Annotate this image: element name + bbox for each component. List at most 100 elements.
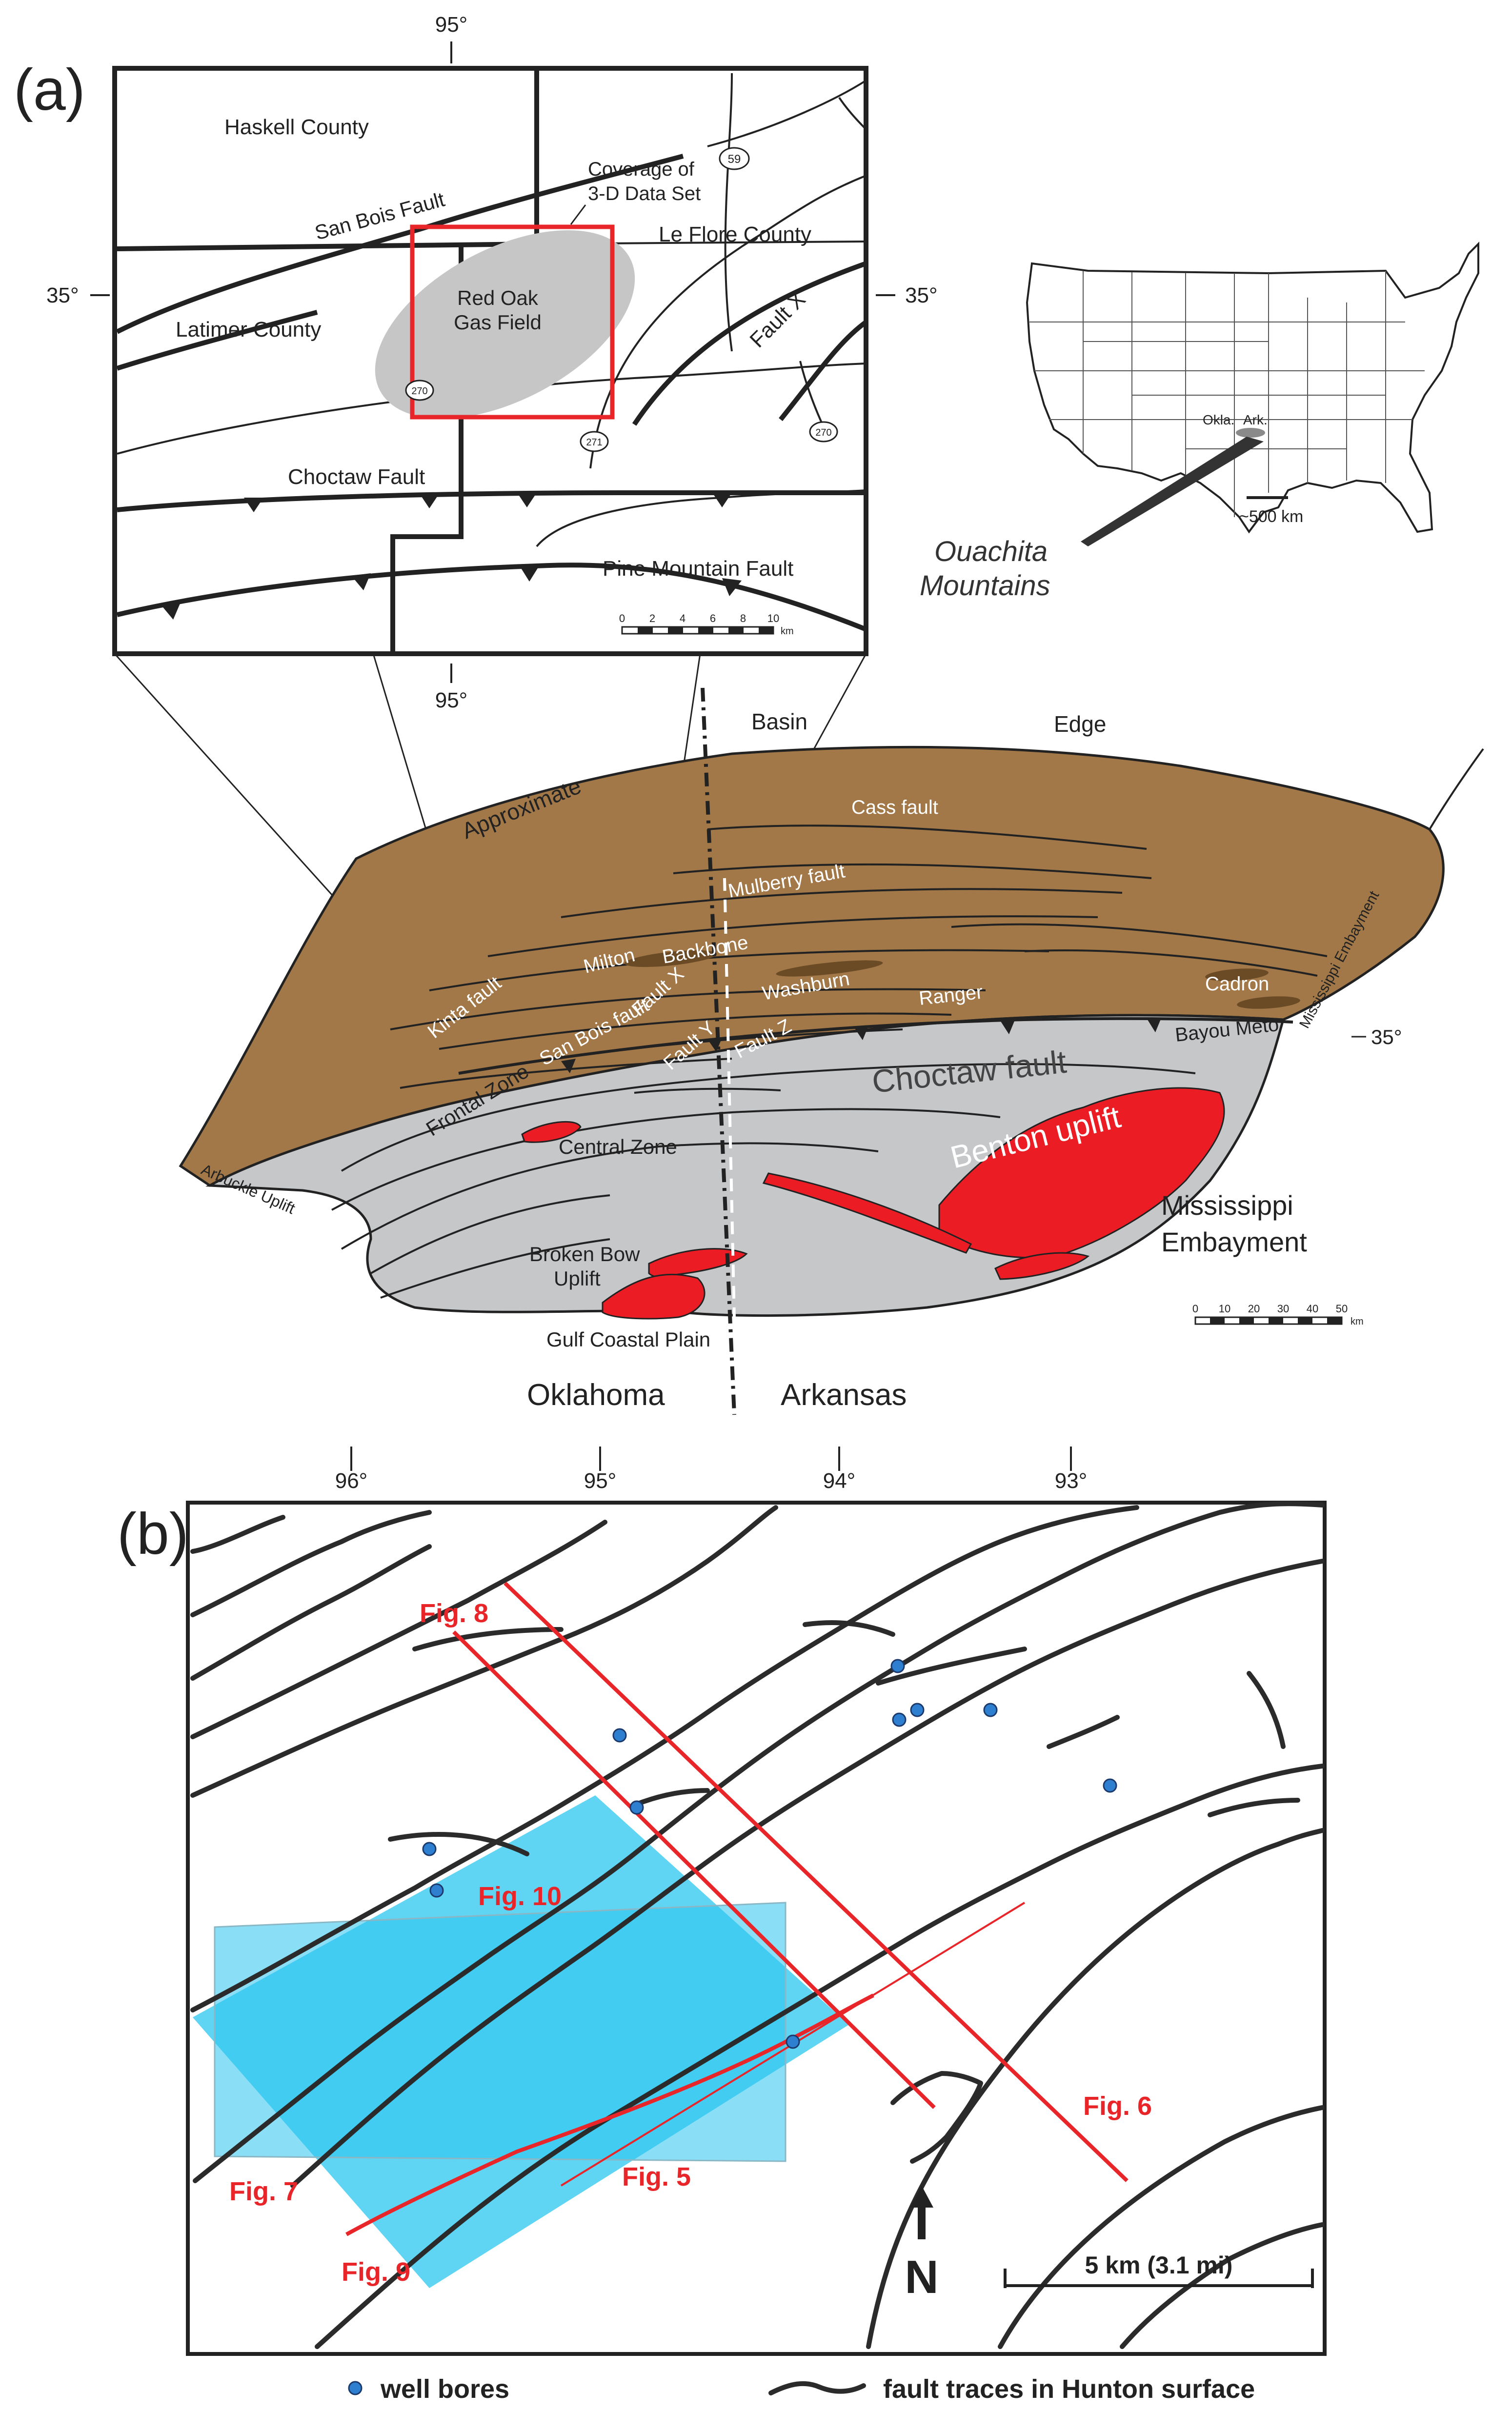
choctaw-regional-thrust-teeth [561, 1018, 1161, 1073]
svg-text:6: 6 [710, 612, 716, 624]
svg-text:30: 30 [1277, 1303, 1289, 1315]
coverage-label-line2: 3-D Data Set [588, 183, 701, 204]
svg-text:0: 0 [1192, 1303, 1198, 1315]
svg-text:20: 20 [1248, 1303, 1260, 1315]
well-bore [892, 1712, 907, 1727]
lon-94-label: 94° [823, 1469, 856, 1493]
embayment-label: Embayment [1161, 1226, 1307, 1257]
svg-text:4: 4 [680, 612, 685, 624]
lat-label-right: 35° [905, 283, 938, 307]
le-flore-county-label: Le Flore County [659, 222, 811, 246]
san-bois-fault-trace [116, 154, 684, 334]
fig-9-label: Fig. 9 [342, 2257, 410, 2287]
well-bore [612, 1728, 627, 1743]
embayment-edge [1429, 748, 1484, 830]
figure-labels: Fig. 8 Fig. 10 Fig. 6 Fig. 7 Fig. 5 Fig.… [229, 1599, 1152, 2287]
lon-95-label: 95° [584, 1469, 617, 1493]
panel-a-label: (a) [14, 57, 85, 122]
highway-shield-271: 271 [580, 431, 609, 452]
well-bore [1103, 1778, 1117, 1793]
red-oak-survey-box [410, 224, 615, 420]
fig-8-label: Fig. 8 [420, 1599, 488, 1628]
highway-shield-270-east: 270 [809, 421, 838, 442]
basin-label: Basin [751, 709, 807, 734]
svg-text:270: 270 [815, 427, 831, 438]
well-bores-legend-label: well bores [380, 2374, 509, 2404]
northeast-fault-trace [707, 80, 867, 147]
regional-scale-bar: 0 10 20 30 40 50 km [1192, 1303, 1364, 1327]
us-scale-label: ~500 km [1239, 507, 1303, 526]
svg-text:km: km [781, 626, 794, 637]
ouachita-label-line2: Mountains [920, 570, 1050, 602]
lon-96-label: 96° [335, 1469, 368, 1493]
highway-270 [117, 362, 867, 455]
north-arrow: N [905, 2186, 939, 2303]
broken-bow-uplift-south [602, 1273, 706, 1320]
choctaw-fault-label: Choctaw Fault [288, 465, 425, 489]
lat-label-left: 35° [46, 283, 79, 307]
fault-traces [190, 1501, 1325, 2349]
highway-shield-59: 59 [719, 147, 750, 170]
panel-b-longitude-axis: 96° 95° 94° 93° [335, 1447, 1088, 1493]
panel-b-scale-bar: 5 km (3.1 mi) [1004, 2251, 1314, 2288]
broken-bow-label: Broken Bow [529, 1243, 640, 1266]
regional-map: Approximate Basin Edge Cass fault Mulber… [179, 687, 1484, 1415]
hunton-fault-map: Fig. 8 Fig. 10 Fig. 6 Fig. 7 Fig. 5 Fig.… [186, 1501, 1327, 2356]
svg-text:270: 270 [411, 386, 427, 397]
fault-x-trace [632, 261, 867, 426]
pine-mountain-thrust-teeth [161, 566, 742, 620]
field-label-line2: Gas Field [454, 311, 542, 334]
highway-271 [589, 175, 867, 469]
lon-label-bottom: 95° [435, 688, 468, 712]
highway-shield-270-west: 270 [405, 380, 434, 401]
ark-label: Ark. [1243, 412, 1268, 427]
well-bore [983, 1703, 998, 1717]
ouachita-marker [1236, 428, 1265, 438]
state-boundary-line [701, 687, 736, 1415]
lat-label-regional: 35° [1371, 1025, 1402, 1048]
well-bore [786, 2034, 800, 2049]
cross-section-lines [345, 1582, 1129, 2236]
well-bore [422, 1842, 437, 1856]
well-bore [890, 1659, 905, 1673]
choctaw-fault-trace [117, 490, 866, 512]
inset-map: 59 270 271 270 Haskell County Latimer Co… [112, 66, 868, 656]
well-bore [429, 1883, 444, 1898]
well-bore [910, 1703, 925, 1717]
ouachita-label-line1: Ouachita [934, 536, 1048, 567]
fault-x-east-trace [779, 320, 867, 422]
north-arrow-head [910, 2186, 933, 2208]
svg-text:40: 40 [1307, 1303, 1318, 1315]
svg-text:271: 271 [586, 437, 602, 448]
well-bore [629, 1800, 644, 1815]
panel-b-scale-label: 5 km (3.1 mi) [1085, 2251, 1233, 2279]
coverage-leader [570, 204, 586, 225]
fig-5-label: Fig. 5 [622, 2162, 691, 2191]
uplift-label: Uplift [554, 1267, 601, 1290]
benton-uplift-sliver [762, 1172, 972, 1254]
survey-area-rect [214, 1902, 786, 2162]
state-boundary-highlight [723, 878, 736, 1318]
fig-7-label: Fig. 7 [229, 2177, 298, 2206]
svg-text:10: 10 [767, 612, 779, 624]
gulf-coastal-plain-label: Gulf Coastal Plain [546, 1328, 710, 1351]
svg-text:km: km [1351, 1316, 1364, 1327]
ouachita-pointer [1081, 437, 1264, 546]
svg-text:0: 0 [619, 612, 625, 624]
svg-text:2: 2 [649, 612, 655, 624]
fig-8-section-line [452, 1630, 936, 2109]
basin-structure-blobs [625, 950, 1300, 1009]
coverage-ellipse [375, 230, 635, 419]
inset-scale-bar: 0 2 4 6 8 10 km [619, 612, 794, 637]
us-outline [1026, 241, 1479, 534]
north-label: N [905, 2251, 938, 2303]
panel-b-legend: well bores fault traces in Hunton surfac… [348, 2374, 1255, 2404]
fig-10-label: Fig. 10 [478, 1882, 562, 1911]
svg-text:50: 50 [1336, 1303, 1348, 1315]
oklahoma-label: Oklahoma [527, 1378, 665, 1412]
coverage-label-line1: Coverage of [588, 159, 695, 180]
latimer-county-label: Latimer County [176, 318, 321, 342]
pine-mountain-fault-label: Pine Mountain Fault [603, 557, 793, 581]
lon-93-label: 93° [1055, 1469, 1088, 1493]
